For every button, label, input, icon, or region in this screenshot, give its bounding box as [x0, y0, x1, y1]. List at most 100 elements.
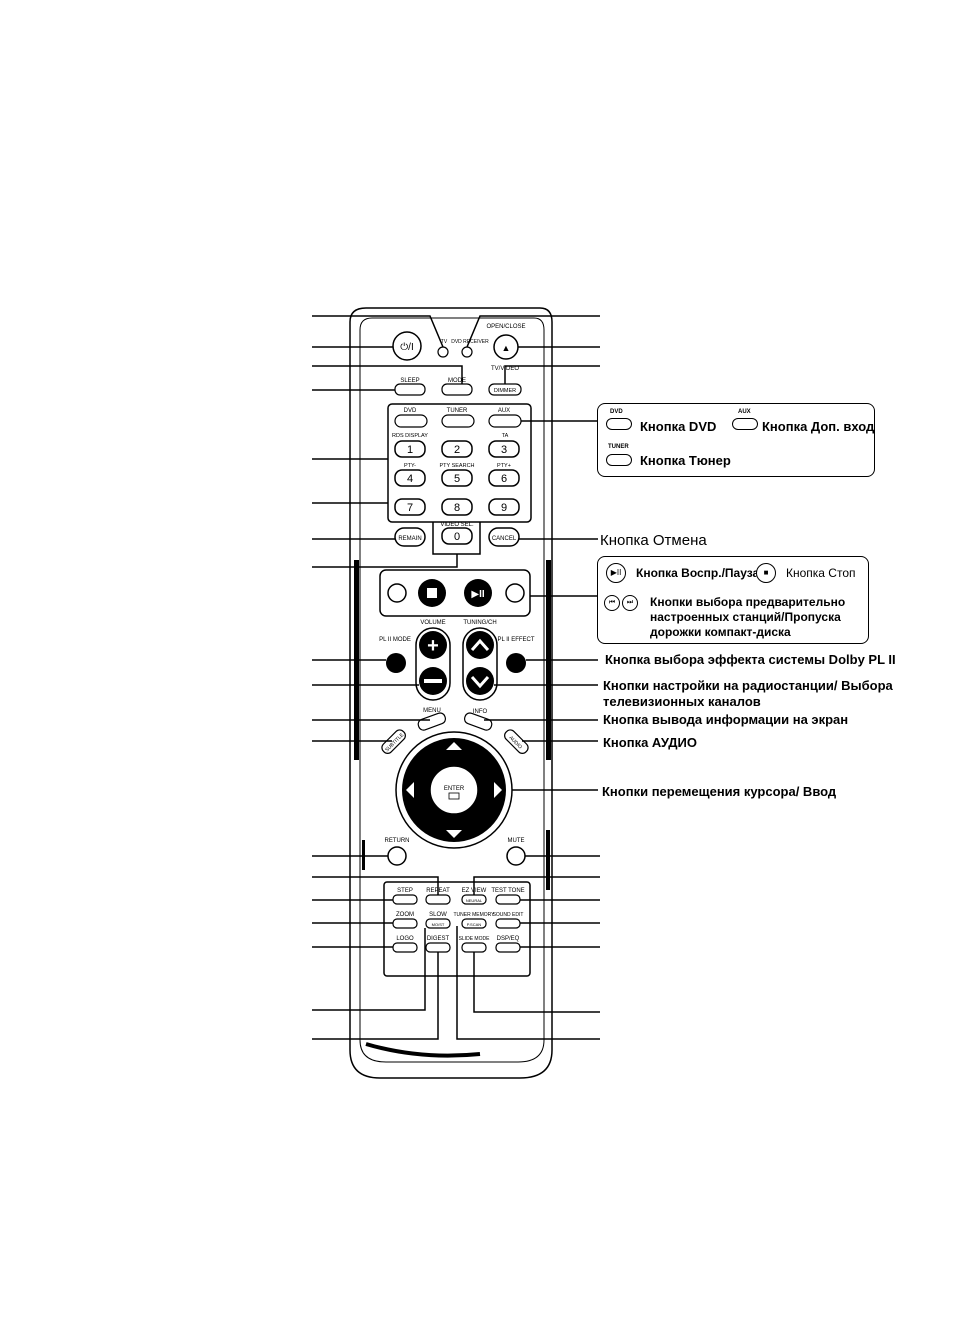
tuner-memory-button — [461, 918, 487, 929]
svg-text:P.SCAN: P.SCAN — [467, 922, 481, 927]
digit-button-7 — [394, 498, 426, 516]
svg-text:TUNER: TUNER — [447, 408, 468, 414]
aux-callout-label: Кнопка Доп. вход — [762, 419, 875, 434]
eject-icon: ▲ — [502, 343, 511, 353]
menu-button — [417, 712, 447, 731]
digit-button-8 — [441, 498, 473, 516]
svg-text:MO/ST: MO/ST — [432, 922, 445, 927]
tuning-up-button — [466, 631, 494, 659]
return-button — [387, 846, 407, 866]
svg-text:PL II MODE: PL II MODE — [379, 637, 411, 643]
number-pad-frame — [387, 403, 532, 523]
svg-text:RDS DISPLAY: RDS DISPLAY — [392, 433, 428, 439]
digit-label-4: 4 — [407, 473, 413, 485]
digit-button-6 — [488, 469, 520, 487]
svg-text:▶II: ▶II — [471, 589, 484, 600]
nav-up-icon — [446, 742, 462, 750]
svg-text:TA: TA — [502, 433, 509, 439]
svg-text:MUTE: MUTE — [508, 838, 525, 844]
svg-text:DIMMER: DIMMER — [494, 388, 516, 394]
info-callout-label: Кнопка вывода информации на экран — [603, 712, 849, 727]
source-buttons-callout: DVD Кнопка DVD AUX Кнопка Доп. вход TUNE… — [597, 403, 875, 477]
digit-label-2: 2 — [454, 444, 460, 456]
remain-button — [394, 527, 426, 547]
tuner-callout-label: Кнопка Тюнер — [640, 453, 731, 468]
enter-button — [429, 765, 479, 815]
svg-text:SLIDE MODE: SLIDE MODE — [459, 936, 491, 942]
transport-callout: ▶II Кнопка Воспр./Пауза ■ Кнопка Стоп ⏮ … — [597, 556, 869, 644]
pl2-effect-button — [506, 653, 526, 673]
digit-button-2 — [441, 440, 473, 458]
digit-label-6: 6 — [501, 473, 507, 485]
tuning-callout-label-2: телевизионных каналов — [603, 694, 761, 709]
tuning-down-button — [466, 667, 494, 695]
svg-text:INFO: INFO — [473, 709, 488, 715]
info-button — [463, 712, 493, 731]
digit-label-7: 7 — [407, 502, 413, 514]
remote-body — [349, 307, 553, 1079]
audio-callout-label: Кнопка АУДИО — [603, 735, 697, 750]
digit-label-9: 9 — [501, 502, 507, 514]
svg-text:RETURN: RETURN — [385, 838, 410, 844]
svg-text:SLEEP: SLEEP — [400, 378, 419, 384]
svg-text:CANCEL: CANCEL — [492, 536, 517, 542]
cancel-callout-label: Кнопка Отмена — [600, 532, 707, 549]
svg-text:TV: TV — [441, 339, 448, 345]
nav-down-icon — [446, 830, 462, 838]
svg-text:ENTER: ENTER — [444, 786, 465, 792]
svg-text:PL II EFFECT: PL II EFFECT — [497, 637, 534, 643]
volume-up-button — [419, 631, 447, 659]
svg-text:SOUND EDIT: SOUND EDIT — [493, 912, 524, 918]
svg-text:STEP: STEP — [397, 888, 413, 894]
skip-back-icon: ⏮ — [604, 595, 620, 611]
svg-text:DVD RECEIVER: DVD RECEIVER — [451, 339, 489, 345]
transport-frame — [379, 569, 531, 617]
aux-icon — [732, 418, 758, 430]
svg-text:MODE: MODE — [448, 378, 466, 384]
cursor-callout-label: Кнопки перемещения курсора/ Ввод — [602, 784, 837, 799]
slow-button — [425, 918, 451, 929]
right-leader-lines — [456, 315, 600, 1040]
svg-text:NEURAL: NEURAL — [466, 898, 483, 903]
digit-button-5 — [441, 469, 473, 487]
slide-mode-button — [461, 942, 487, 953]
power-label: ⏻/I — [400, 342, 413, 353]
mute-button — [506, 846, 526, 866]
aux-button — [488, 414, 522, 428]
left-leader-lines — [312, 315, 463, 1040]
logo-button — [392, 942, 418, 953]
cancel-button — [488, 527, 520, 547]
svg-text:TUNER MEMORY: TUNER MEMORY — [453, 912, 495, 918]
sound-edit-button — [495, 918, 521, 929]
digit-label-0: 0 — [454, 531, 460, 543]
stop-icon: ■ — [756, 563, 776, 583]
play-pause-icon: ▶II — [606, 563, 626, 583]
play-pause-button — [464, 579, 492, 607]
svg-text:OPEN/CLOSE: OPEN/CLOSE — [486, 324, 525, 330]
nav-left-icon — [406, 782, 414, 798]
digit-button-4 — [394, 469, 426, 487]
dvd-button — [394, 414, 428, 428]
svg-text:PTY+: PTY+ — [497, 463, 511, 469]
svg-text:+: + — [427, 635, 439, 657]
pl2-mode-button — [386, 653, 406, 673]
dvd-callout-label: Кнопка DVD — [640, 419, 717, 434]
svg-text:TEST TONE: TEST TONE — [491, 888, 524, 894]
svg-text:DVD: DVD — [404, 408, 417, 414]
svg-text:PTY SEARCH: PTY SEARCH — [439, 463, 474, 469]
svg-text:PTY-: PTY- — [404, 463, 416, 469]
tuner-icon — [606, 454, 632, 466]
digit-button-9 — [488, 498, 520, 516]
svg-text:MENU: MENU — [423, 708, 441, 714]
subtitle-button — [381, 729, 406, 754]
tuning-callout-label-1: Кнопки настройки на радиостанции/ Выбора — [603, 678, 893, 693]
svg-text:AUX: AUX — [498, 408, 510, 414]
svg-text:LOGO: LOGO — [396, 936, 414, 942]
test-tone-button — [495, 894, 521, 905]
svg-text:VOLUME: VOLUME — [420, 620, 445, 626]
repeat-button — [425, 894, 451, 905]
skip-forward-button — [505, 583, 525, 603]
digest-button — [425, 942, 451, 953]
power-button — [392, 331, 422, 361]
